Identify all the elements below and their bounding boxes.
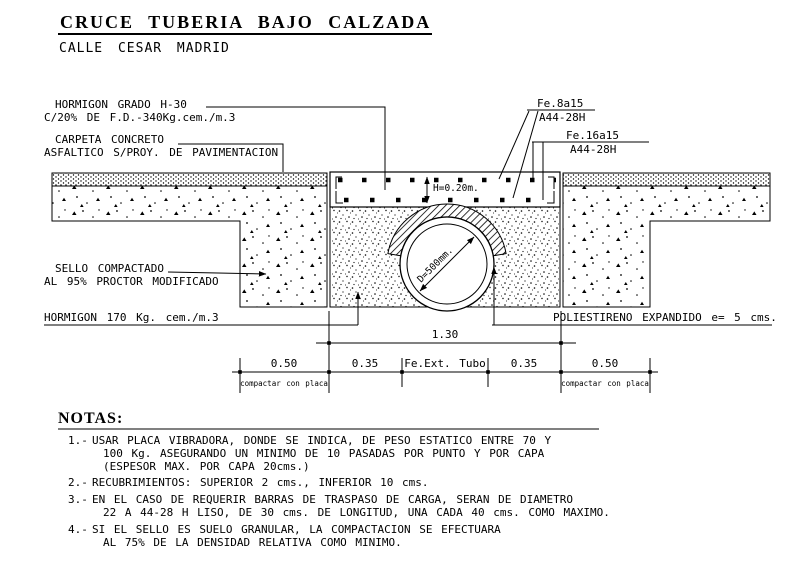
carpeta-line1: CARPETA CONCRETO [55, 133, 164, 146]
drawing-title: CRUCE TUBERIA BAJO CALZADA [60, 12, 431, 32]
stirrup-hook-tl [335, 176, 342, 189]
cross-section: H=0.20m. D=500mm. [51, 171, 771, 312]
hormigon-grado-leader [206, 106, 386, 190]
slab-height-dimension: H=0.20m. [424, 176, 479, 204]
hormigon-grado-line1: HORMIGON GRADO H-30 [55, 98, 187, 111]
note-2-line-1: RECUBRIMIENTOS: SUPERIOR 2 cms., INFERIO… [92, 476, 429, 489]
poliestireno-text: POLIESTIRENO EXPANDIDO e= 5 cms. [553, 311, 777, 324]
stirrup-hook-bl [335, 191, 343, 204]
compacted-seal-left [51, 185, 328, 308]
slab-height-text: H=0.20m. [433, 183, 479, 194]
callout-carpeta: CARPETA CONCRETO ASFALTICO S/PROY. DE PA… [44, 133, 284, 172]
dim-overall-text: 1.30 [432, 328, 459, 341]
compact-note-left: compactar con placa [240, 379, 328, 388]
note-1-num: 1.- [68, 434, 88, 447]
callout-fe16: Fe.16a15 A44-28H [532, 129, 649, 200]
carpeta-line2: ASFALTICO S/PROY. DE PAVIMENTACION [44, 146, 278, 159]
callout-sello: SELLO COMPACTADO AL 95% PROCTOR MODIFICA… [44, 262, 267, 288]
asphalt-layer-right [562, 172, 771, 187]
title-block: CRUCE TUBERIA BAJO CALZADA CALLE CESAR M… [58, 12, 432, 56]
concrete-slab [329, 171, 561, 208]
callout-fe8: Fe.8a15 A44-28H [498, 97, 595, 199]
dim-right-inner: 0.35 [511, 357, 538, 370]
stirrup-hook-tr [548, 176, 555, 189]
callout-hormigon-lean: HORMIGON 170 Kg. cem./m.3 [44, 291, 361, 326]
note-3-line-2: 22 A 44-28 H LISO, DE 30 cms. DE LONGITU… [103, 506, 610, 519]
hormigon-lean-text: HORMIGON 170 Kg. cem./m.3 [44, 311, 219, 324]
notes-heading: NOTAS: [58, 410, 123, 427]
note-3-num: 3.- [68, 493, 88, 506]
sello-leader [167, 271, 267, 277]
note-1-line-1: USAR PLACA VIBRADORA, DONDE SE INDICA, D… [92, 434, 551, 447]
fe8-leader-1 [498, 110, 530, 180]
asphalt-layer-left [51, 172, 328, 187]
sello-line1: SELLO COMPACTADO [55, 262, 164, 275]
dim-left-outer: 0.50 [271, 357, 298, 370]
fe8-label: Fe.8a15 [537, 97, 583, 110]
hormigon-grado-line2: C/20% DE F.D.-340Kg.cem./m.3 [44, 111, 235, 124]
dimension-lines: 1.30 0.50 0.35 Fe.Ext. Tubo 0.35 0.50 co… [232, 311, 658, 393]
notes-section: NOTAS: 1.- USAR PLACA VIBRADORA, DONDE S… [58, 410, 610, 549]
drawing-subtitle: CALLE CESAR MADRID [59, 41, 230, 56]
dim-right-outer: 0.50 [592, 357, 619, 370]
note-4-line-1: SI EL SELLO ES SUELO GRANULAR, LA COMPAC… [92, 523, 501, 536]
note-4-line-2: AL 75% DE LA DENSIDAD RELATIVA COMO MINI… [103, 536, 402, 549]
dim-ticks [238, 341, 652, 374]
callout-poliestireno: POLIESTIRENO EXPANDIDO e= 5 cms. [491, 266, 777, 326]
fe8-leader-2 [512, 110, 539, 199]
dim-center: Fe.Ext. Tubo [404, 357, 485, 370]
note-3-line-1: EN EL CASO DE REQUERIR BARRAS DE TRASPAS… [92, 493, 573, 506]
compact-note-right: compactar con placa [561, 379, 649, 388]
note-1-line-2: 100 Kg. ASEGURANDO UN MINIMO DE 10 PASAD… [103, 447, 545, 460]
dim-left-inner: 0.35 [352, 357, 379, 370]
note-2-num: 2.- [68, 476, 88, 489]
note-4-num: 4.- [68, 523, 88, 536]
fe8-grade: A44-28H [539, 111, 585, 124]
callout-hormigon-grado: HORMIGON GRADO H-30 C/20% DE F.D.-340Kg.… [44, 98, 386, 190]
fe16-grade: A44-28H [570, 143, 616, 156]
compacted-seal-right [562, 185, 771, 308]
stirrup-hook-br [547, 191, 555, 204]
sello-line2: AL 95% PROCTOR MODIFICADO [44, 275, 219, 288]
fe16-label: Fe.16a15 [566, 129, 619, 142]
note-1-line-3: (ESPESOR MAX. POR CAPA 20cms.) [103, 460, 310, 473]
carpeta-leader [178, 143, 284, 172]
